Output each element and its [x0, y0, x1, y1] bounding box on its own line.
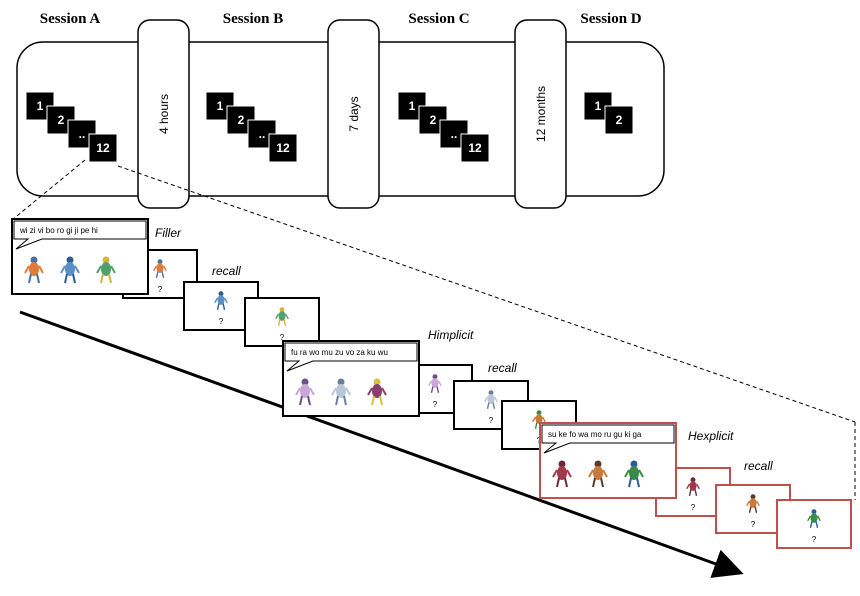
- block-square: 2: [604, 105, 634, 135]
- condition-label: Himplicit: [428, 328, 474, 342]
- creature-figure: [746, 494, 760, 513]
- creature-figure: [484, 390, 498, 409]
- creature-figure: [96, 256, 116, 284]
- interval-label: 12 months: [534, 86, 548, 142]
- block-number: ..: [79, 127, 86, 141]
- creature-figure: [428, 374, 442, 393]
- recall-card: ?: [244, 297, 320, 347]
- block-number: 1: [409, 99, 416, 113]
- block-number: 1: [37, 99, 44, 113]
- creature-figure: [367, 378, 387, 406]
- interval-label: 4 hours: [157, 94, 171, 134]
- study-card: fu ra wo mu zu vo za ku wu: [282, 340, 420, 417]
- session-title-c: Session C: [408, 11, 469, 27]
- creature-figure: [24, 256, 44, 284]
- block-number: 12: [96, 141, 110, 155]
- creature-figure: [686, 477, 700, 496]
- interval-4-hours: 4 hours: [137, 19, 190, 209]
- recall-prompt: ?: [280, 333, 285, 342]
- block-number: 2: [58, 113, 65, 127]
- creature-figure: [532, 410, 546, 429]
- session-title-a: Session A: [40, 11, 101, 27]
- block-number: 1: [595, 99, 602, 113]
- syllable-string: su ke fo wa mo ru gu ki ga: [548, 430, 642, 439]
- syllable-string: fu ra wo mu zu vo za ku wu: [291, 348, 388, 357]
- creature-figure: [588, 460, 608, 488]
- session-title-b: Session B: [223, 11, 283, 27]
- study-card: su ke fo wa mo ru gu ki ga: [539, 422, 677, 499]
- zoom-line-left: [11, 159, 86, 221]
- recall-prompt: ?: [812, 535, 817, 544]
- block-number: 2: [616, 113, 623, 127]
- creature-figure: [60, 256, 80, 284]
- block-number: 12: [468, 141, 482, 155]
- block-number: 12: [276, 141, 290, 155]
- condition-group: Filler??? recall wi zi vi bo ro gi ji pe h…: [11, 218, 320, 347]
- study-card: wi zi vi bo ro gi ji pe hi: [11, 218, 149, 295]
- block-stack-session-a: 12.. 12: [25, 91, 118, 163]
- condition-label: Hexplicit: [688, 429, 734, 443]
- creature-figure: [153, 259, 167, 278]
- creature-figure: [295, 378, 315, 406]
- block-square: 12: [88, 133, 118, 163]
- recall-prompt: ?: [489, 416, 494, 425]
- block-number: 2: [430, 113, 437, 127]
- creature-figure: [275, 307, 289, 326]
- speech-bubble: [541, 424, 675, 454]
- block-number: 1: [217, 99, 224, 113]
- interval-7-days: 7 days: [327, 19, 380, 209]
- block-stack-session-b: 12.. 12: [205, 91, 298, 163]
- syllable-string: wi zi vi bo ro gi ji pe hi: [19, 226, 98, 235]
- recall-prompt: ?: [158, 285, 163, 294]
- creature-figure: [552, 460, 572, 488]
- block-number: ..: [451, 127, 458, 141]
- time-arrow: [19, 310, 744, 578]
- block-stack-session-c: 12.. 12: [397, 91, 490, 163]
- trial-sequence: Filler??? recall wi zi vi bo ro gi ji pe h…: [11, 218, 852, 549]
- recall-label: recall: [744, 459, 773, 473]
- session-title-d: Session D: [580, 11, 641, 27]
- recall-prompt: ?: [751, 520, 756, 529]
- block-number: ..: [259, 127, 266, 141]
- speech-bubble: [284, 342, 418, 372]
- speech-bubble: [13, 220, 147, 250]
- recall-label: recall: [212, 264, 241, 278]
- block-stack-session-d: 12: [583, 91, 634, 135]
- recall-card: ?: [776, 499, 852, 549]
- block-number: 2: [238, 113, 245, 127]
- interval-label: 7 days: [347, 96, 361, 131]
- recall-label: recall: [488, 361, 517, 375]
- interval-12-months: 12 months: [514, 19, 567, 209]
- condition-group: Himplicit??? recall fu ra wo mu zu vo za k…: [282, 328, 577, 450]
- block-square: 12: [268, 133, 298, 163]
- block-square: 12: [460, 133, 490, 163]
- creature-figure: [624, 460, 644, 488]
- recall-prompt: ?: [691, 503, 696, 512]
- recall-prompt: ?: [433, 400, 438, 409]
- condition-group: Hexplicit??? recall su ke fo wa mo ru gu k…: [539, 422, 852, 549]
- recall-prompt: ?: [219, 317, 224, 326]
- creature-figure: [331, 378, 351, 406]
- creature-figure: [807, 509, 821, 528]
- condition-label: Filler: [155, 226, 182, 240]
- creature-figure: [214, 291, 228, 310]
